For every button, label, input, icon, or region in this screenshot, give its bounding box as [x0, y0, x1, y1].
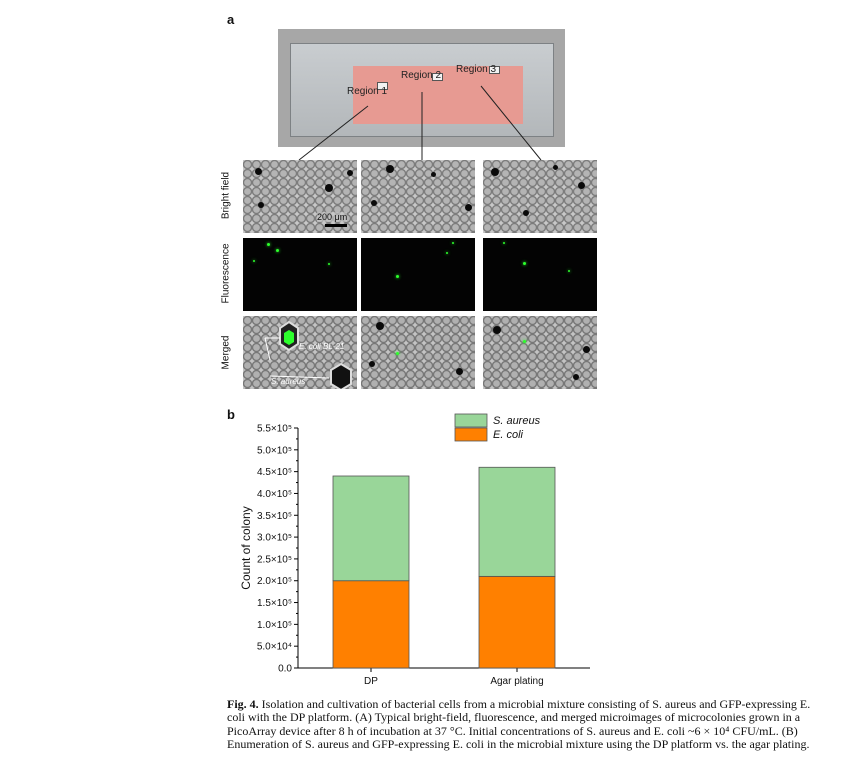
region-1-label: Region 1: [347, 86, 388, 97]
colony-dot: [493, 326, 501, 334]
gfp-colony: [396, 352, 399, 355]
chart-labels: 0.0 5.0×10⁴ 1.0×10⁵ 1.5×10⁵ 2.0×10⁵ 2.5×10⁵ 3.…: [239, 424, 544, 688]
gfp-colony: [452, 242, 454, 244]
y-tick-label: 2.5×10⁵: [257, 554, 292, 565]
x-tick-label: Agar plating: [490, 676, 543, 687]
micro-merged-region-1: E. coli BL-21 S. aureus: [243, 316, 357, 389]
region-2-marker: [432, 73, 443, 81]
colony-dot: [456, 368, 463, 375]
micro-fluorescence-region-1: [243, 238, 357, 311]
legend-label: S. aureus: [493, 415, 541, 427]
gfp-colony: [523, 340, 526, 343]
colony-dot: [491, 168, 499, 176]
caption-label: Fig. 4.: [227, 697, 259, 711]
colony-dot: [573, 374, 579, 380]
colony-dot: [386, 165, 394, 173]
colony-dot: [523, 210, 529, 216]
bar-ecoli-1: [478, 575, 556, 669]
micro-bright-field-region-2: [361, 160, 475, 233]
colony-dot: [465, 204, 472, 211]
legend-swatch: [454, 413, 488, 428]
y-tick-label: 4.0×10⁵: [257, 489, 292, 500]
gfp-colony: [503, 242, 505, 244]
connector-line-1: [298, 105, 369, 161]
colony-dot: [431, 172, 436, 177]
region-3-marker: [489, 66, 500, 74]
caption-text: Isolation and cultivation of bacterial c…: [227, 697, 811, 752]
gfp-colony: [267, 243, 270, 246]
colony-dot: [583, 346, 590, 353]
colony-dot: [371, 200, 377, 206]
connector-line-3: [480, 85, 542, 161]
ecoli-annotation: E. coli BL-21: [299, 342, 345, 351]
y-tick-label: 2.0×10⁵: [257, 576, 292, 587]
gfp-colony: [446, 252, 448, 254]
row-label-fluorescence: Fluorescence: [220, 243, 232, 304]
micro-merged-region-3: [483, 316, 597, 389]
x-tick-label: DP: [364, 676, 378, 687]
gfp-colony: [396, 275, 399, 278]
bar-saureus-0: [332, 475, 410, 582]
y-tick-label: 3.5×10⁵: [257, 511, 292, 522]
bar-saureus-1: [478, 466, 556, 577]
colony-dot: [369, 361, 375, 367]
gfp-colony: [276, 249, 279, 252]
panel-a-label: a: [227, 12, 235, 27]
chart-bars: [332, 466, 556, 669]
region-3-label: Region 3: [456, 64, 497, 75]
y-axis-title: Count of colony: [239, 506, 253, 589]
y-tick-label: 3.0×10⁵: [257, 533, 292, 544]
saureus-microchamber: [330, 362, 352, 389]
gfp-colony: [328, 263, 330, 265]
saureus-annotation: S. aureus: [271, 377, 306, 386]
y-tick-label: 1.0×10⁵: [257, 620, 292, 631]
bar-ecoli-0: [332, 580, 410, 669]
micro-merged-region-2: [361, 316, 475, 389]
colony-dot: [347, 170, 353, 176]
region-connector-lines: [298, 85, 542, 161]
micro-bright-field-region-3: [483, 160, 597, 233]
legend-label: E. coli: [493, 429, 524, 441]
micro-fluorescence-region-2: [361, 238, 475, 311]
gfp-colony: [568, 270, 570, 272]
region-1-marker: [377, 82, 388, 90]
y-tick-label: 5.0×10⁵: [257, 445, 292, 456]
colony-dot: [553, 165, 558, 170]
colony-dot: [325, 184, 333, 192]
colony-dot: [578, 182, 585, 189]
colony-dot: [255, 168, 262, 175]
y-tick-label: 5.5×10⁵: [257, 424, 292, 435]
micro-bright-field-region-1: 200 μm: [243, 160, 357, 233]
picoarray-film: [353, 66, 523, 124]
chart-legend: S. aureus E. coli: [454, 413, 541, 442]
y-tick-label: 5.0×10⁴: [257, 642, 292, 653]
scale-bar: [325, 224, 347, 227]
colony-dot: [376, 322, 384, 330]
gfp-colony: [253, 260, 255, 262]
scale-bar-label: 200 μm: [317, 212, 348, 222]
panel-b-label: b: [227, 407, 235, 422]
micro-fluorescence-region-3: [483, 238, 597, 311]
ecoli-colony: [284, 330, 294, 345]
legend-swatch: [454, 427, 488, 442]
stacked-bar-chart: 0.0 5.0×10⁴ 1.0×10⁵ 1.5×10⁵ 2.0×10⁵ 2.5×10⁵ 3.…: [239, 413, 590, 688]
row-label-bright-field: Bright field: [220, 171, 232, 220]
gfp-colony: [523, 262, 526, 265]
region-2-label: Region 2: [401, 70, 442, 81]
row-label-merged: Merged: [220, 335, 232, 370]
colony-dot: [258, 202, 264, 208]
y-tick-label: 1.5×10⁵: [257, 598, 292, 609]
y-tick-label: 4.5×10⁵: [257, 467, 292, 478]
merged-annotation-overlay: [264, 320, 352, 389]
figure-caption: Fig. 4. Isolation and cultivation of bac…: [227, 697, 817, 752]
y-tick-label: 0.0: [278, 664, 292, 675]
